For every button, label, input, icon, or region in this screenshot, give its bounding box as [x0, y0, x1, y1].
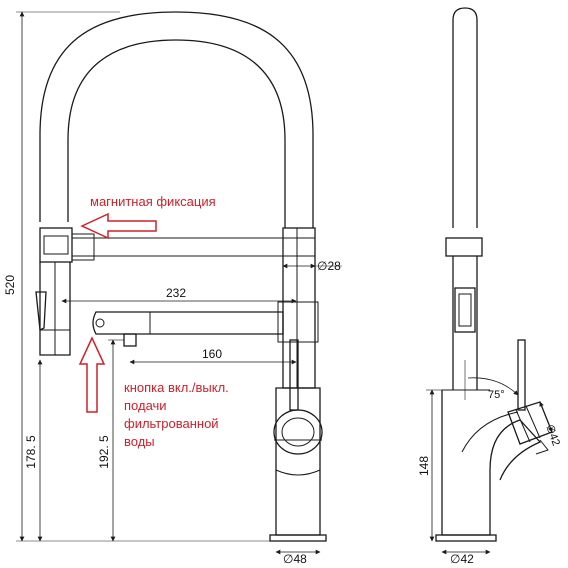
side-button-panel	[454, 287, 476, 333]
filter-button	[123, 333, 137, 347]
annotation-button-line1: кнопка вкл./выкл.	[124, 380, 229, 395]
annotation-button-line2: подачи	[124, 398, 167, 413]
annotation-button-line4: воды	[124, 434, 155, 449]
dim-side-base-diameter: ∅42	[450, 552, 474, 566]
dim-handle-diameter: ∅42	[543, 423, 562, 448]
dim-pipe-diameter: ∅28	[317, 259, 341, 273]
spray-lever	[35, 291, 47, 332]
side-pipe	[452, 7, 478, 228]
dim-height-1785: 178. 5	[24, 435, 38, 469]
front-view	[35, 11, 327, 542]
dim-filter-reach: 160	[202, 347, 222, 361]
main-column	[282, 227, 316, 389]
button-arrow	[78, 336, 106, 413]
dim-angle: 75°	[488, 389, 505, 401]
side-body	[441, 390, 542, 536]
side-view	[435, 7, 553, 542]
dim-height-total: 520	[3, 275, 17, 295]
gooseneck-inner	[67, 39, 286, 228]
annotation-arrows	[78, 212, 157, 413]
front-dimensions: 520 178. 5 192. 5 232 160 ∅28 ∅48	[3, 11, 342, 566]
front-base	[269, 534, 327, 542]
magnetic-holder	[39, 227, 73, 263]
dim-spout-reach: 232	[166, 286, 186, 300]
mixer-handle	[273, 409, 323, 455]
side-base	[435, 534, 497, 542]
side-handle	[507, 401, 553, 445]
annotation-button-line3: фильтрованной	[124, 416, 219, 431]
side-collar	[445, 237, 483, 257]
side-lever-rod	[517, 339, 526, 411]
magnetic-arrow	[80, 212, 157, 240]
filter-spout	[92, 311, 284, 335]
dim-base-diameter: ∅48	[283, 552, 307, 566]
dim-height-1925: 192. 5	[97, 435, 111, 469]
gooseneck-outer	[39, 11, 314, 228]
annotation-magnetic: магнитная фиксация	[90, 194, 216, 209]
magnetic-holder-inner	[43, 235, 69, 255]
dim-side-height: 148	[417, 456, 431, 476]
